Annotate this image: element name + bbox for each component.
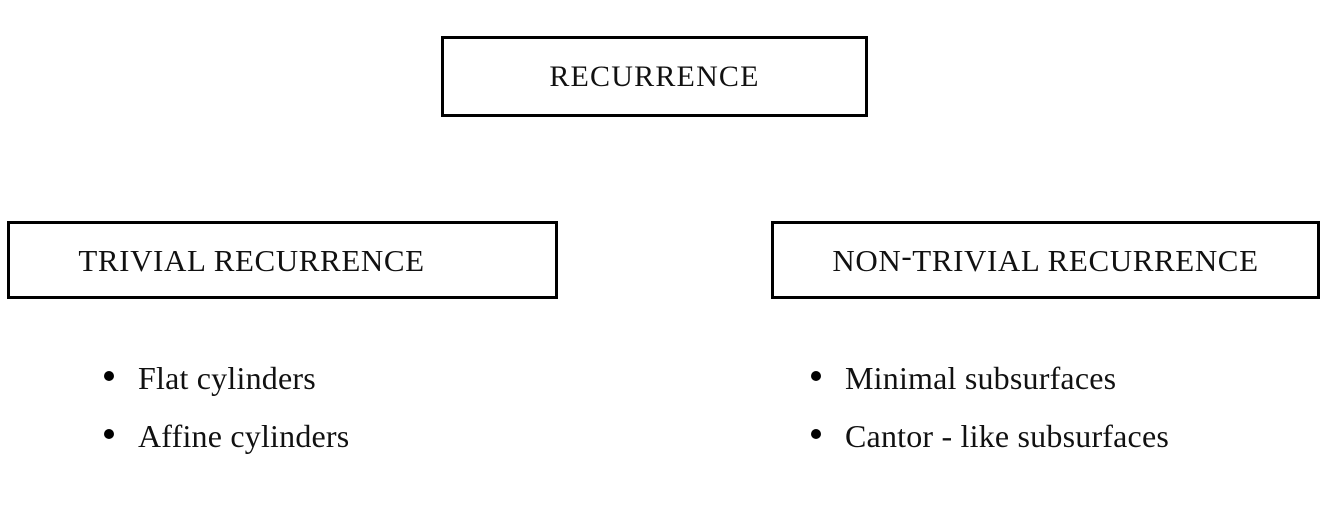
node-label-recurrence: RECURRENCE — [549, 59, 760, 93]
bullet-dot-icon — [811, 429, 821, 439]
node-label-trivial-recurrence: TRIVIAL RECURRENCE — [78, 242, 425, 278]
list-item-label: Flat cylinders — [138, 360, 316, 396]
node-box-non-trivial-recurrence: NON-TRIVIAL RECURRENCE — [771, 221, 1320, 299]
node-box-trivial-recurrence: TRIVIAL RECURRENCE — [7, 221, 558, 299]
bullet-list-trivial: Flat cylinders Affine cylinders — [104, 362, 664, 478]
bullet-dot-icon — [104, 371, 114, 381]
list-item: Minimal subsurfaces — [811, 362, 1311, 420]
bullet-list-non-trivial: Minimal subsurfaces Cantor - like subsur… — [811, 362, 1311, 478]
node-label-non-trivial-recurrence: NON-TRIVIAL RECURRENCE — [832, 240, 1259, 278]
bullet-dot-icon — [104, 429, 114, 439]
hyphen-glyph: - — [901, 237, 913, 273]
list-item: Affine cylinders — [104, 420, 664, 478]
list-item-label: Affine cylinders — [138, 418, 350, 454]
node-box-recurrence: RECURRENCE — [441, 36, 868, 117]
node-label-non-trivial-prefix: NON — [832, 242, 902, 278]
list-item: Flat cylinders — [104, 362, 664, 420]
list-item: Cantor - like subsurfaces — [811, 420, 1311, 478]
node-label-non-trivial-suffix: TRIVIAL RECURRENCE — [912, 242, 1259, 278]
list-item-label: Cantor - like subsurfaces — [845, 418, 1170, 454]
bullet-dot-icon — [811, 371, 821, 381]
list-item-label: Minimal subsurfaces — [845, 360, 1117, 396]
